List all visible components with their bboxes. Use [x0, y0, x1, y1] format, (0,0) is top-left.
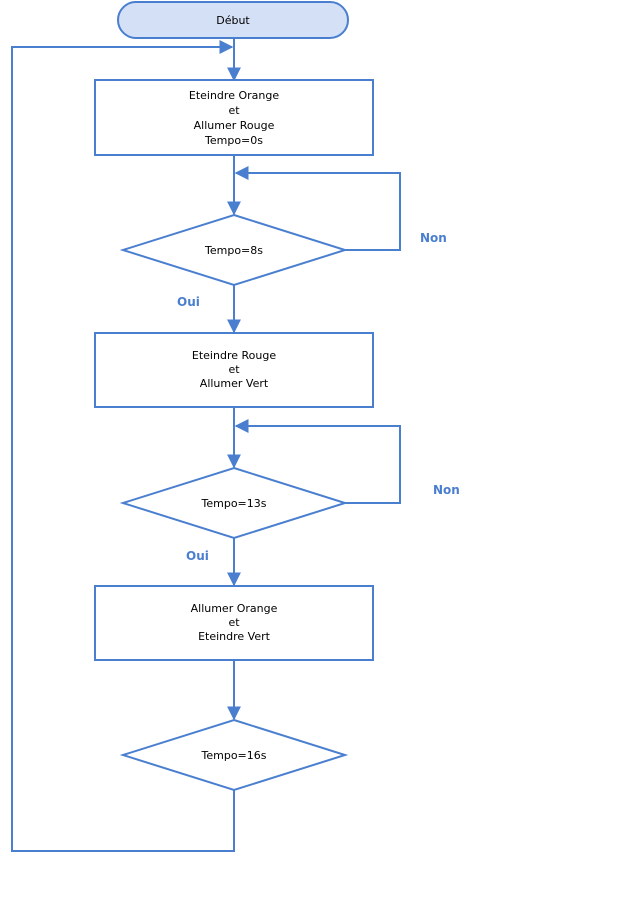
decision-1-label: Tempo=8s — [204, 244, 263, 257]
decision-1-no-label: Non — [420, 231, 447, 245]
connector-decision-2-no-loop — [234, 419, 401, 504]
process-1-line-2: et — [228, 104, 240, 117]
process-2-line-1: Eteindre Rouge — [192, 349, 276, 362]
decision-1-yes-label: Oui — [177, 295, 200, 309]
process-2-line-3: Allumer Vert — [200, 377, 269, 390]
process-3-line-2: et — [228, 616, 240, 629]
connector-return-loop — [11, 40, 235, 852]
decision-2-yes-label: Oui — [186, 549, 209, 563]
process-3-line-3: Eteindre Vert — [198, 630, 271, 643]
process-3-line-1: Allumer Orange — [191, 602, 278, 615]
process-2-line-2: et — [228, 363, 240, 376]
process-1-box — [94, 79, 374, 156]
process-1-line-4: Tempo=0s — [204, 134, 263, 147]
decision-3-label: Tempo=16s — [201, 749, 267, 762]
start-label: Début — [216, 14, 250, 27]
process-3-box — [94, 585, 374, 661]
decision-2-no-label: Non — [433, 483, 460, 497]
connector-decision-1-no-loop — [234, 166, 401, 251]
decision-2-label: Tempo=13s — [201, 497, 267, 510]
process-2-box — [94, 332, 374, 408]
process-1-line-1: Eteindre Orange — [189, 89, 279, 102]
process-1-line-3: Allumer Rouge — [194, 119, 275, 132]
